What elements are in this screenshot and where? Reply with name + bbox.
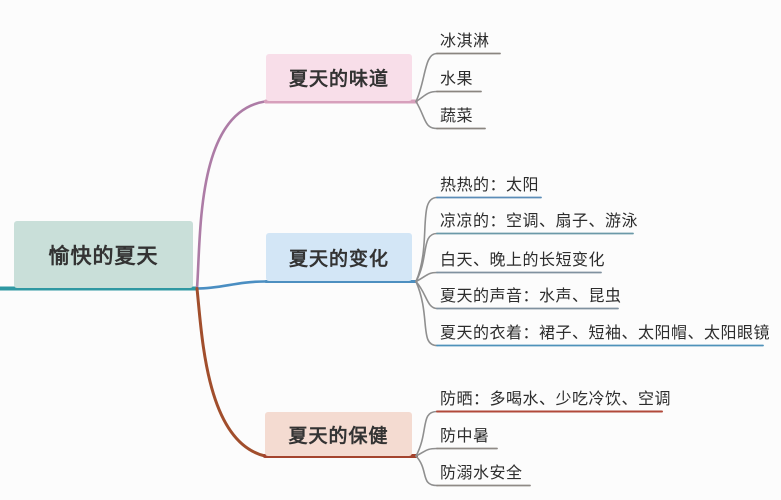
- leaf-sun-protection[interactable]: 防晒：多喝水、少吃冷饮、空调: [440, 391, 672, 408]
- leaf-hot-sun[interactable]: 热热的：太阳: [440, 177, 540, 194]
- root-node[interactable]: 愉快的夏天: [14, 221, 193, 288]
- connector-change-4: [415, 280, 438, 347]
- connector-health-2: [415, 455, 438, 487]
- leaf-fruit[interactable]: 水果: [440, 71, 474, 88]
- branch-health-label: 夏天的保健: [288, 425, 389, 447]
- leaf-ice-cream[interactable]: 冰淇淋: [440, 33, 490, 50]
- connector-taste-2: [415, 100, 438, 130]
- connector-change-1: [415, 232, 438, 283]
- branch-taste-label: 夏天的味道: [288, 69, 389, 90]
- leaf-vegetables[interactable]: 蔬菜: [440, 108, 474, 125]
- connector-change-3: [415, 280, 438, 310]
- root-label: 愉快的夏天: [48, 244, 159, 268]
- connector-taste-0: [415, 52, 438, 103]
- leaf-summer-sounds[interactable]: 夏天的声音：水声、昆虫: [440, 288, 622, 305]
- leaf-summer-clothing[interactable]: 夏天的衣着：裙子、短袖、太阳帽、太阳眼镜: [440, 325, 771, 342]
- connector-taste-1: [415, 90, 438, 103]
- connector-health-0: [415, 410, 438, 457]
- branch-node-taste[interactable]: 夏天的味道: [266, 54, 412, 101]
- connector-health-1: [415, 447, 438, 457]
- change-connectors: [415, 196, 438, 347]
- health-connectors: [415, 410, 438, 487]
- leaf-cool-things[interactable]: 凉凉的：空调、扇子、游泳: [440, 213, 639, 230]
- branch-node-health[interactable]: 夏天的保健: [265, 412, 412, 456]
- leaf-day-night-length[interactable]: 白天、晚上的长短变化: [440, 252, 606, 269]
- taste-connectors: [415, 52, 438, 130]
- branch-change-label: 夏天的变化: [288, 248, 389, 270]
- curve-root-to-health: [195, 287, 267, 458]
- connector-change-2: [415, 271, 438, 283]
- connector-change-0: [415, 196, 438, 283]
- leaf-drowning-safety[interactable]: 防溺水安全: [440, 465, 523, 482]
- curve-root-to-change: [195, 280, 267, 290]
- branch-node-change[interactable]: 夏天的变化: [266, 233, 412, 281]
- leaf-heatstroke-prevention[interactable]: 防中暑: [440, 428, 490, 445]
- curve-root-to-taste: [195, 100, 267, 290]
